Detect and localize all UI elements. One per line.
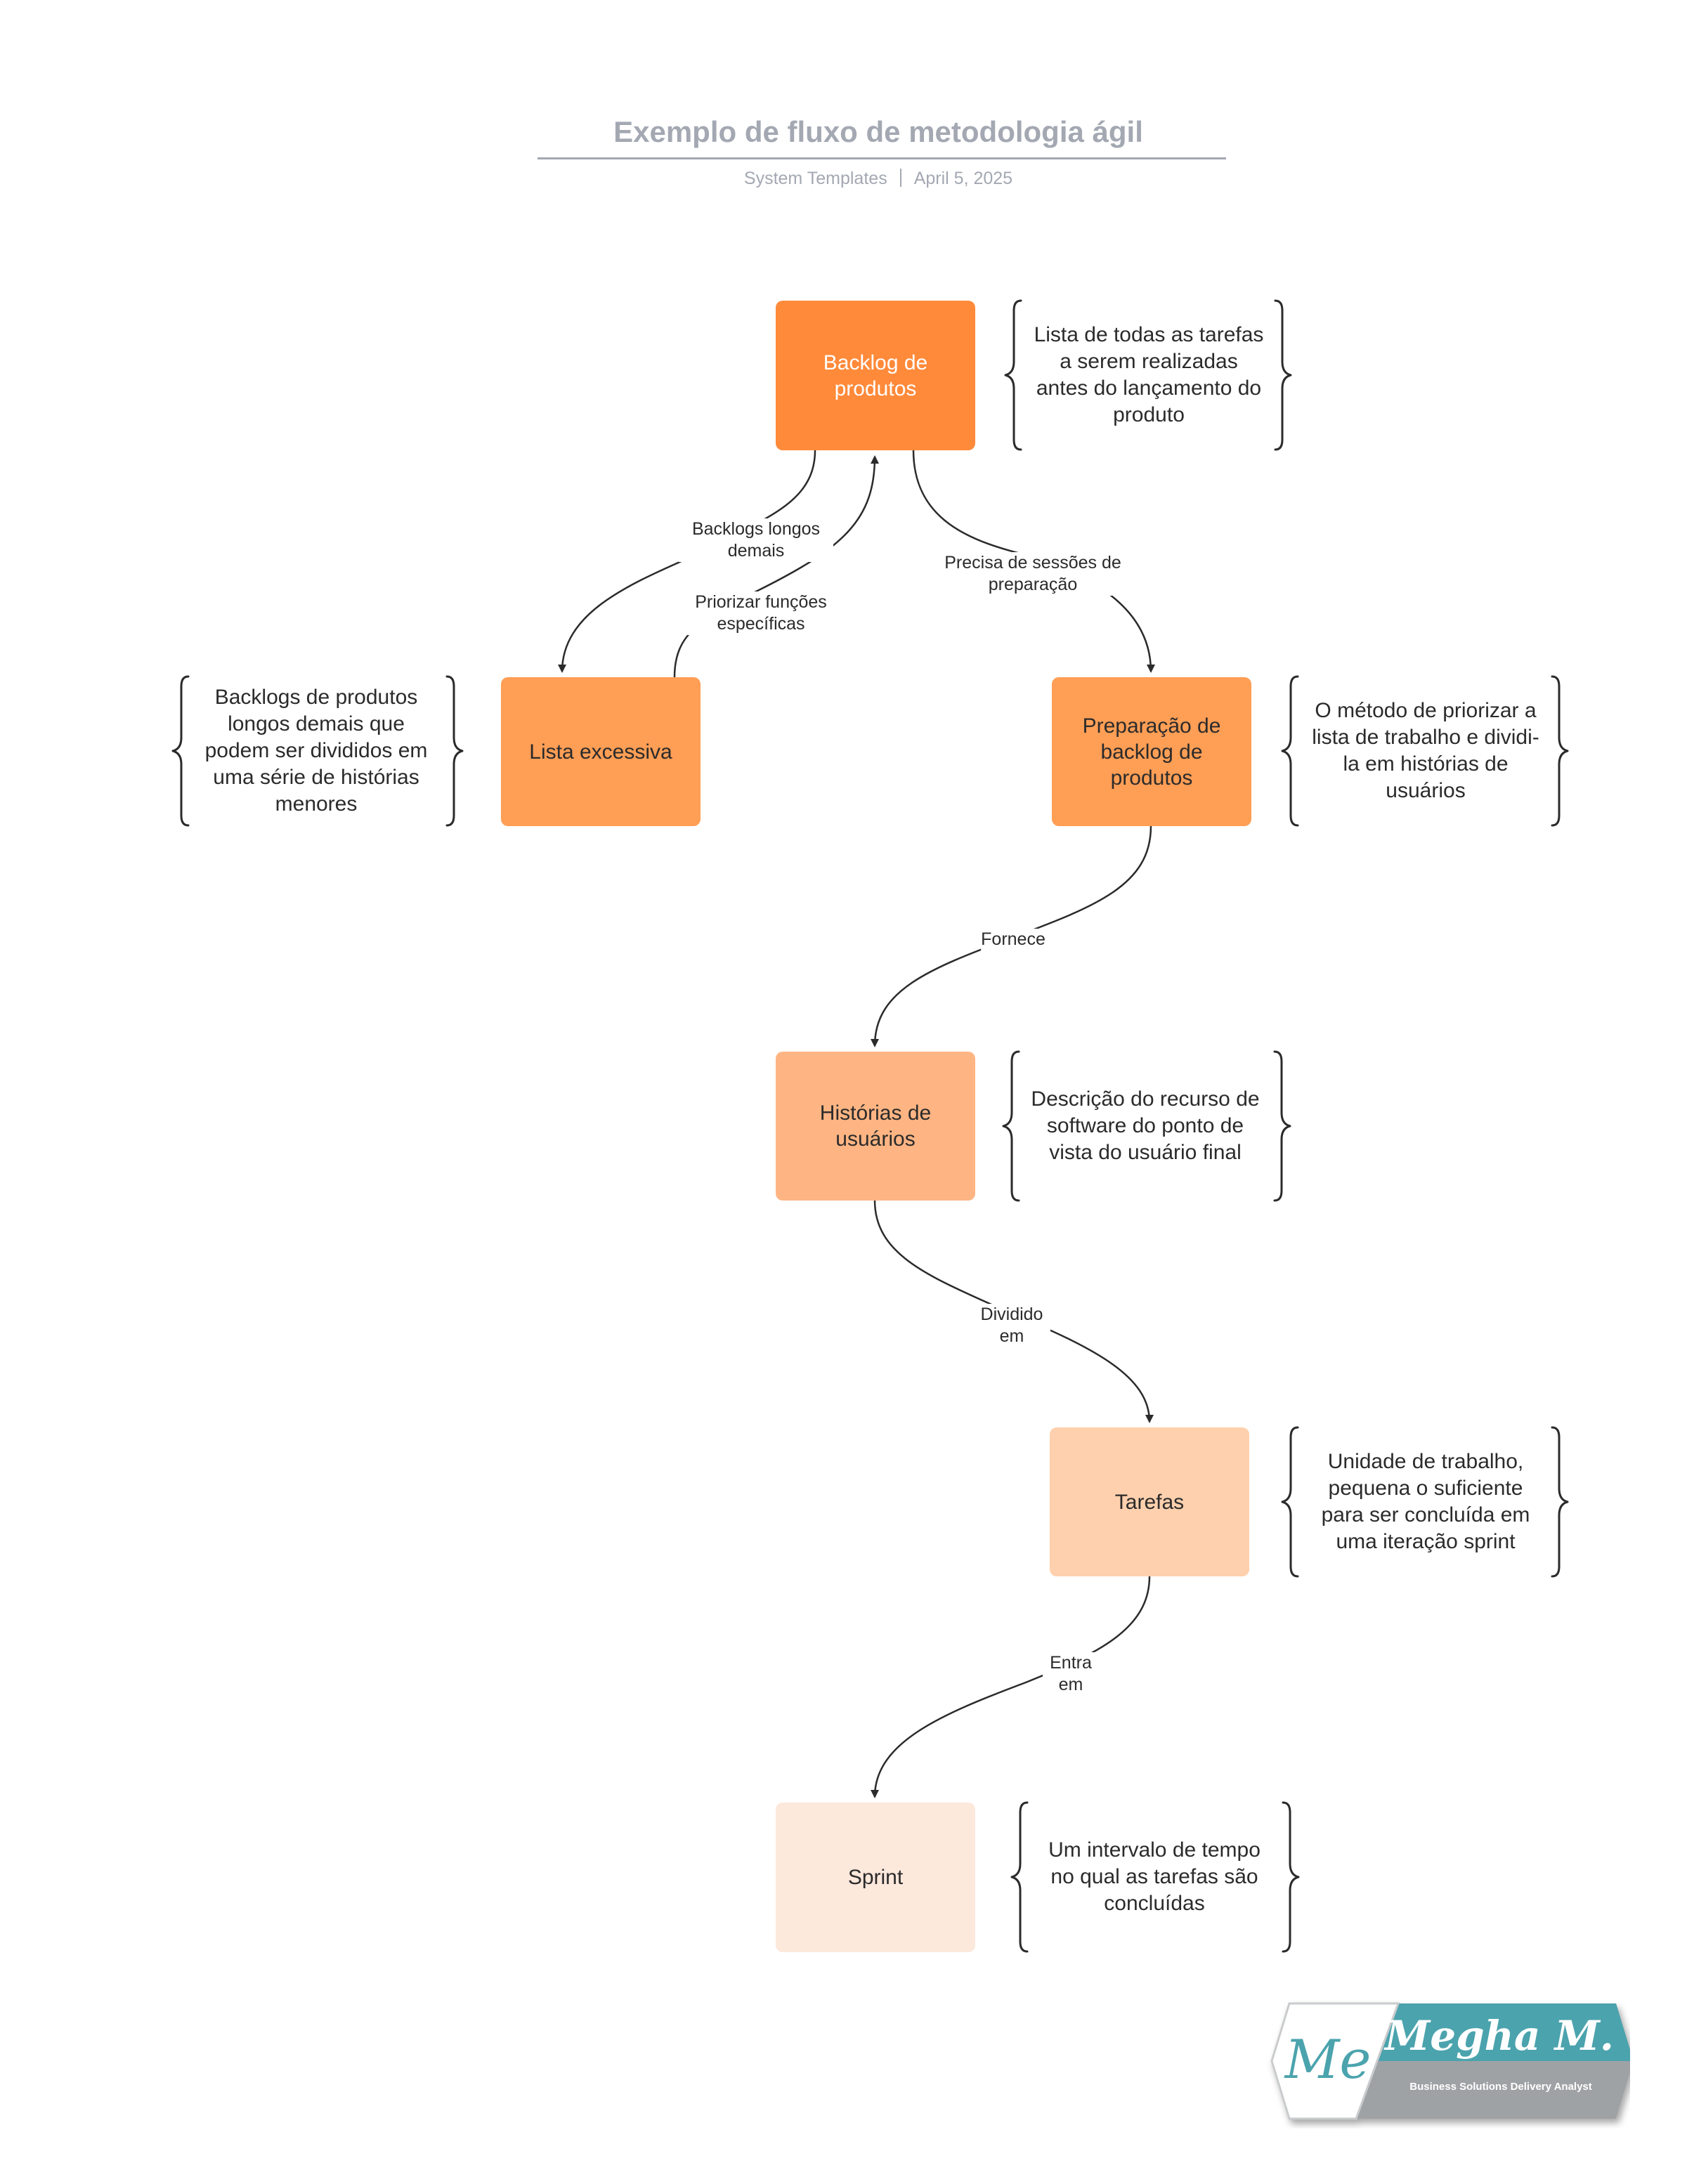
logo-role: Business Solutions Delivery Analyst bbox=[1409, 2081, 1592, 2093]
brace-left-historias-note bbox=[1002, 1050, 1020, 1202]
edge-label-priorizar: Priorizar funções específicas bbox=[680, 591, 842, 635]
edge-label-longos: Backlogs longos demais bbox=[679, 518, 833, 562]
note-historias: Descrição do recurso de software do pont… bbox=[1031, 1087, 1260, 1164]
brace-left-sprint-note bbox=[1010, 1801, 1029, 1953]
brace-right-historias-note bbox=[1273, 1050, 1291, 1202]
node-sprint[interactable]: Sprint bbox=[776, 1803, 975, 1952]
edge-tarefas-to-sprint bbox=[871, 1576, 1151, 1798]
logo-badge: Me Megha M. Business Solutions Delivery … bbox=[1270, 2002, 1630, 2120]
edge-label-fornece: Fornece bbox=[981, 929, 1046, 950]
page-title: Exemplo de fluxo de metodologia ágil bbox=[613, 115, 1143, 148]
brace-right-backlog-note bbox=[1274, 299, 1292, 451]
node-backlog-produtos[interactable]: Backlog de produtos bbox=[776, 301, 975, 450]
note-backlog: Lista de todas as tarefas a serem realiz… bbox=[1034, 323, 1264, 426]
note-preparacao: O método de priorizar a lista de trabalh… bbox=[1312, 699, 1539, 802]
node-preparacao-backlog[interactable]: Preparação de backlog de produtos bbox=[1052, 677, 1251, 826]
date-label: April 5, 2025 bbox=[913, 169, 1013, 188]
edge-label-entra: Entra em bbox=[1043, 1652, 1099, 1696]
edge-lista-to-backlog bbox=[673, 455, 879, 678]
source-label: System Templates bbox=[743, 169, 887, 188]
node-lista-excessiva[interactable]: Lista excessiva bbox=[501, 677, 701, 826]
brace-right-tarefas-note bbox=[1551, 1426, 1569, 1578]
edge-label-dividido: Dividido em bbox=[973, 1304, 1050, 1347]
edge-label-precisa: Precisa de sessões de preparação bbox=[927, 552, 1138, 596]
logo-monogram: Me bbox=[1284, 2028, 1372, 2091]
logo-name: Megha M. bbox=[1383, 2012, 1614, 2060]
brace-left-backlog-note bbox=[1004, 299, 1022, 451]
page-subtitle: System Templates April 5, 2025 bbox=[0, 169, 1687, 189]
node-historias-usuarios[interactable]: Histórias de usuários bbox=[776, 1052, 975, 1201]
note-lista: Backlogs de produtos longos demais que p… bbox=[204, 686, 428, 816]
brace-right-preparacao-note bbox=[1551, 675, 1569, 827]
node-tarefas[interactable]: Tarefas bbox=[1050, 1427, 1249, 1576]
subtitle-separator bbox=[899, 169, 901, 187]
brace-left-preparacao-note bbox=[1281, 675, 1299, 827]
brace-right-lista-note bbox=[445, 675, 464, 827]
note-tarefas: Unidade de trabalho, pequena o suficient… bbox=[1321, 1450, 1530, 1553]
note-sprint: Um intervalo de tempo no qual as tarefas… bbox=[1048, 1838, 1261, 1915]
title-underline bbox=[538, 157, 1226, 159]
brace-left-lista-note bbox=[171, 675, 190, 827]
brace-right-sprint-note bbox=[1282, 1801, 1300, 1953]
brace-left-tarefas-note bbox=[1281, 1426, 1299, 1578]
